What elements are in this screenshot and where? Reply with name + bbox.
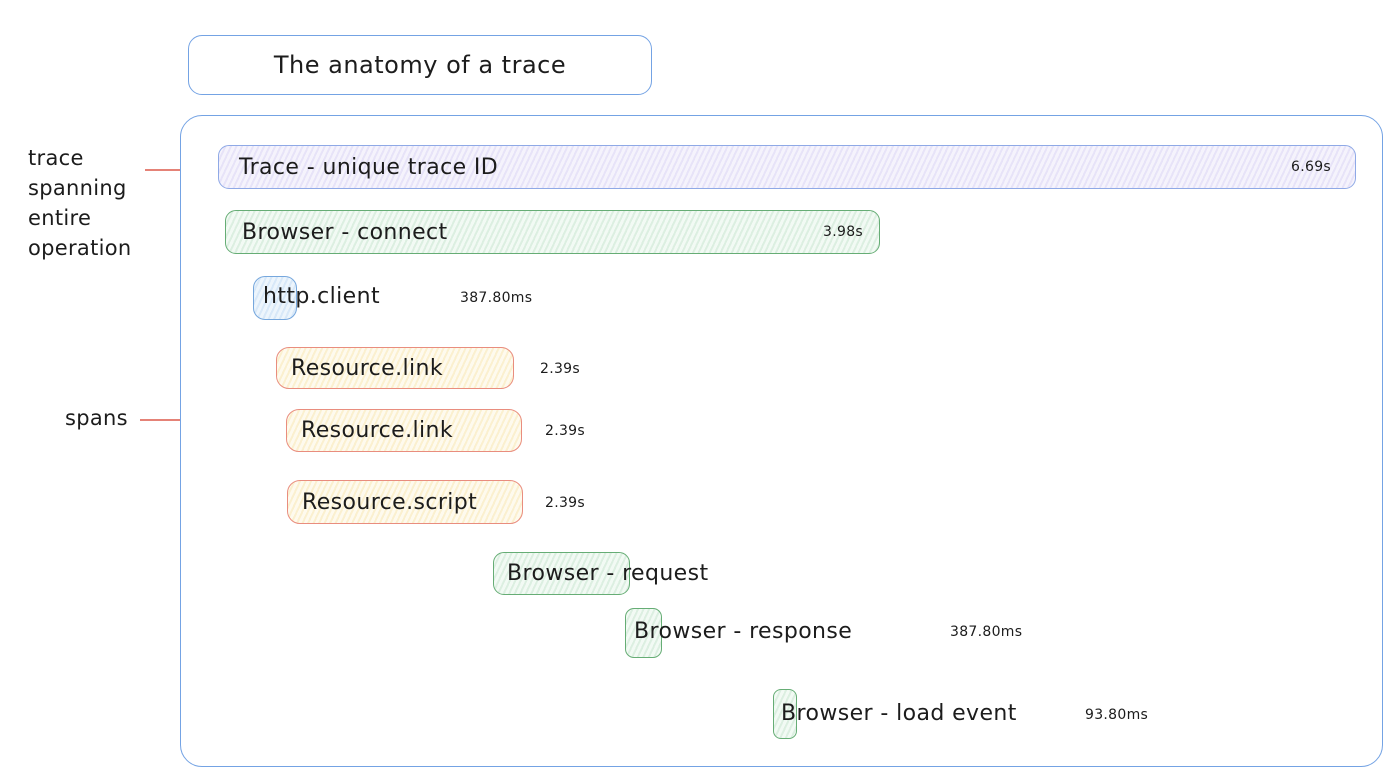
diagram-title: The anatomy of a trace xyxy=(273,51,567,79)
span-bar-browser-load-event xyxy=(773,689,797,739)
spans-connector-line xyxy=(140,419,210,421)
span-label: Browser - connect xyxy=(242,219,448,245)
span-duration: 6.69s xyxy=(1291,159,1331,175)
span-duration: 387.80ms xyxy=(950,624,1023,640)
annotation-spans: spans xyxy=(65,406,128,430)
span-label: http.client xyxy=(263,284,380,309)
span-bar-resource-link-2: Resource.link xyxy=(286,409,522,452)
span-bar-browser-response xyxy=(625,608,662,658)
span-bar-browser-request xyxy=(493,552,630,595)
span-duration: 387.80ms xyxy=(460,290,533,306)
span-bar-resource-script: Resource.script xyxy=(287,480,523,524)
span-duration: 2.39s xyxy=(540,361,580,377)
span-label: Resource.script xyxy=(302,489,478,515)
span-bar-resource-link-1: Resource.link xyxy=(276,347,514,389)
title-box: The anatomy of a trace xyxy=(188,35,652,95)
span-label: Browser - load event xyxy=(781,701,1017,726)
span-label: Browser - response xyxy=(634,619,853,644)
span-duration: 2.39s xyxy=(545,495,585,511)
span-bar-browser-connect: Browser - connect 3.98s xyxy=(225,210,880,254)
span-duration: 2.39s xyxy=(545,423,585,439)
trace-connector-line xyxy=(145,169,207,171)
span-label: Browser - request xyxy=(507,561,709,586)
span-label: Resource.link xyxy=(301,418,453,443)
annotation-trace-spanning: trace spanning entire operation xyxy=(28,146,132,260)
span-bar-trace: Trace - unique trace ID 6.69s xyxy=(218,145,1356,189)
span-duration: 93.80ms xyxy=(1085,707,1149,723)
span-bar-http-client xyxy=(253,276,297,320)
span-label: Resource.link xyxy=(291,355,443,381)
span-label: Trace - unique trace ID xyxy=(239,154,499,180)
span-duration: 3.98s xyxy=(823,224,863,240)
